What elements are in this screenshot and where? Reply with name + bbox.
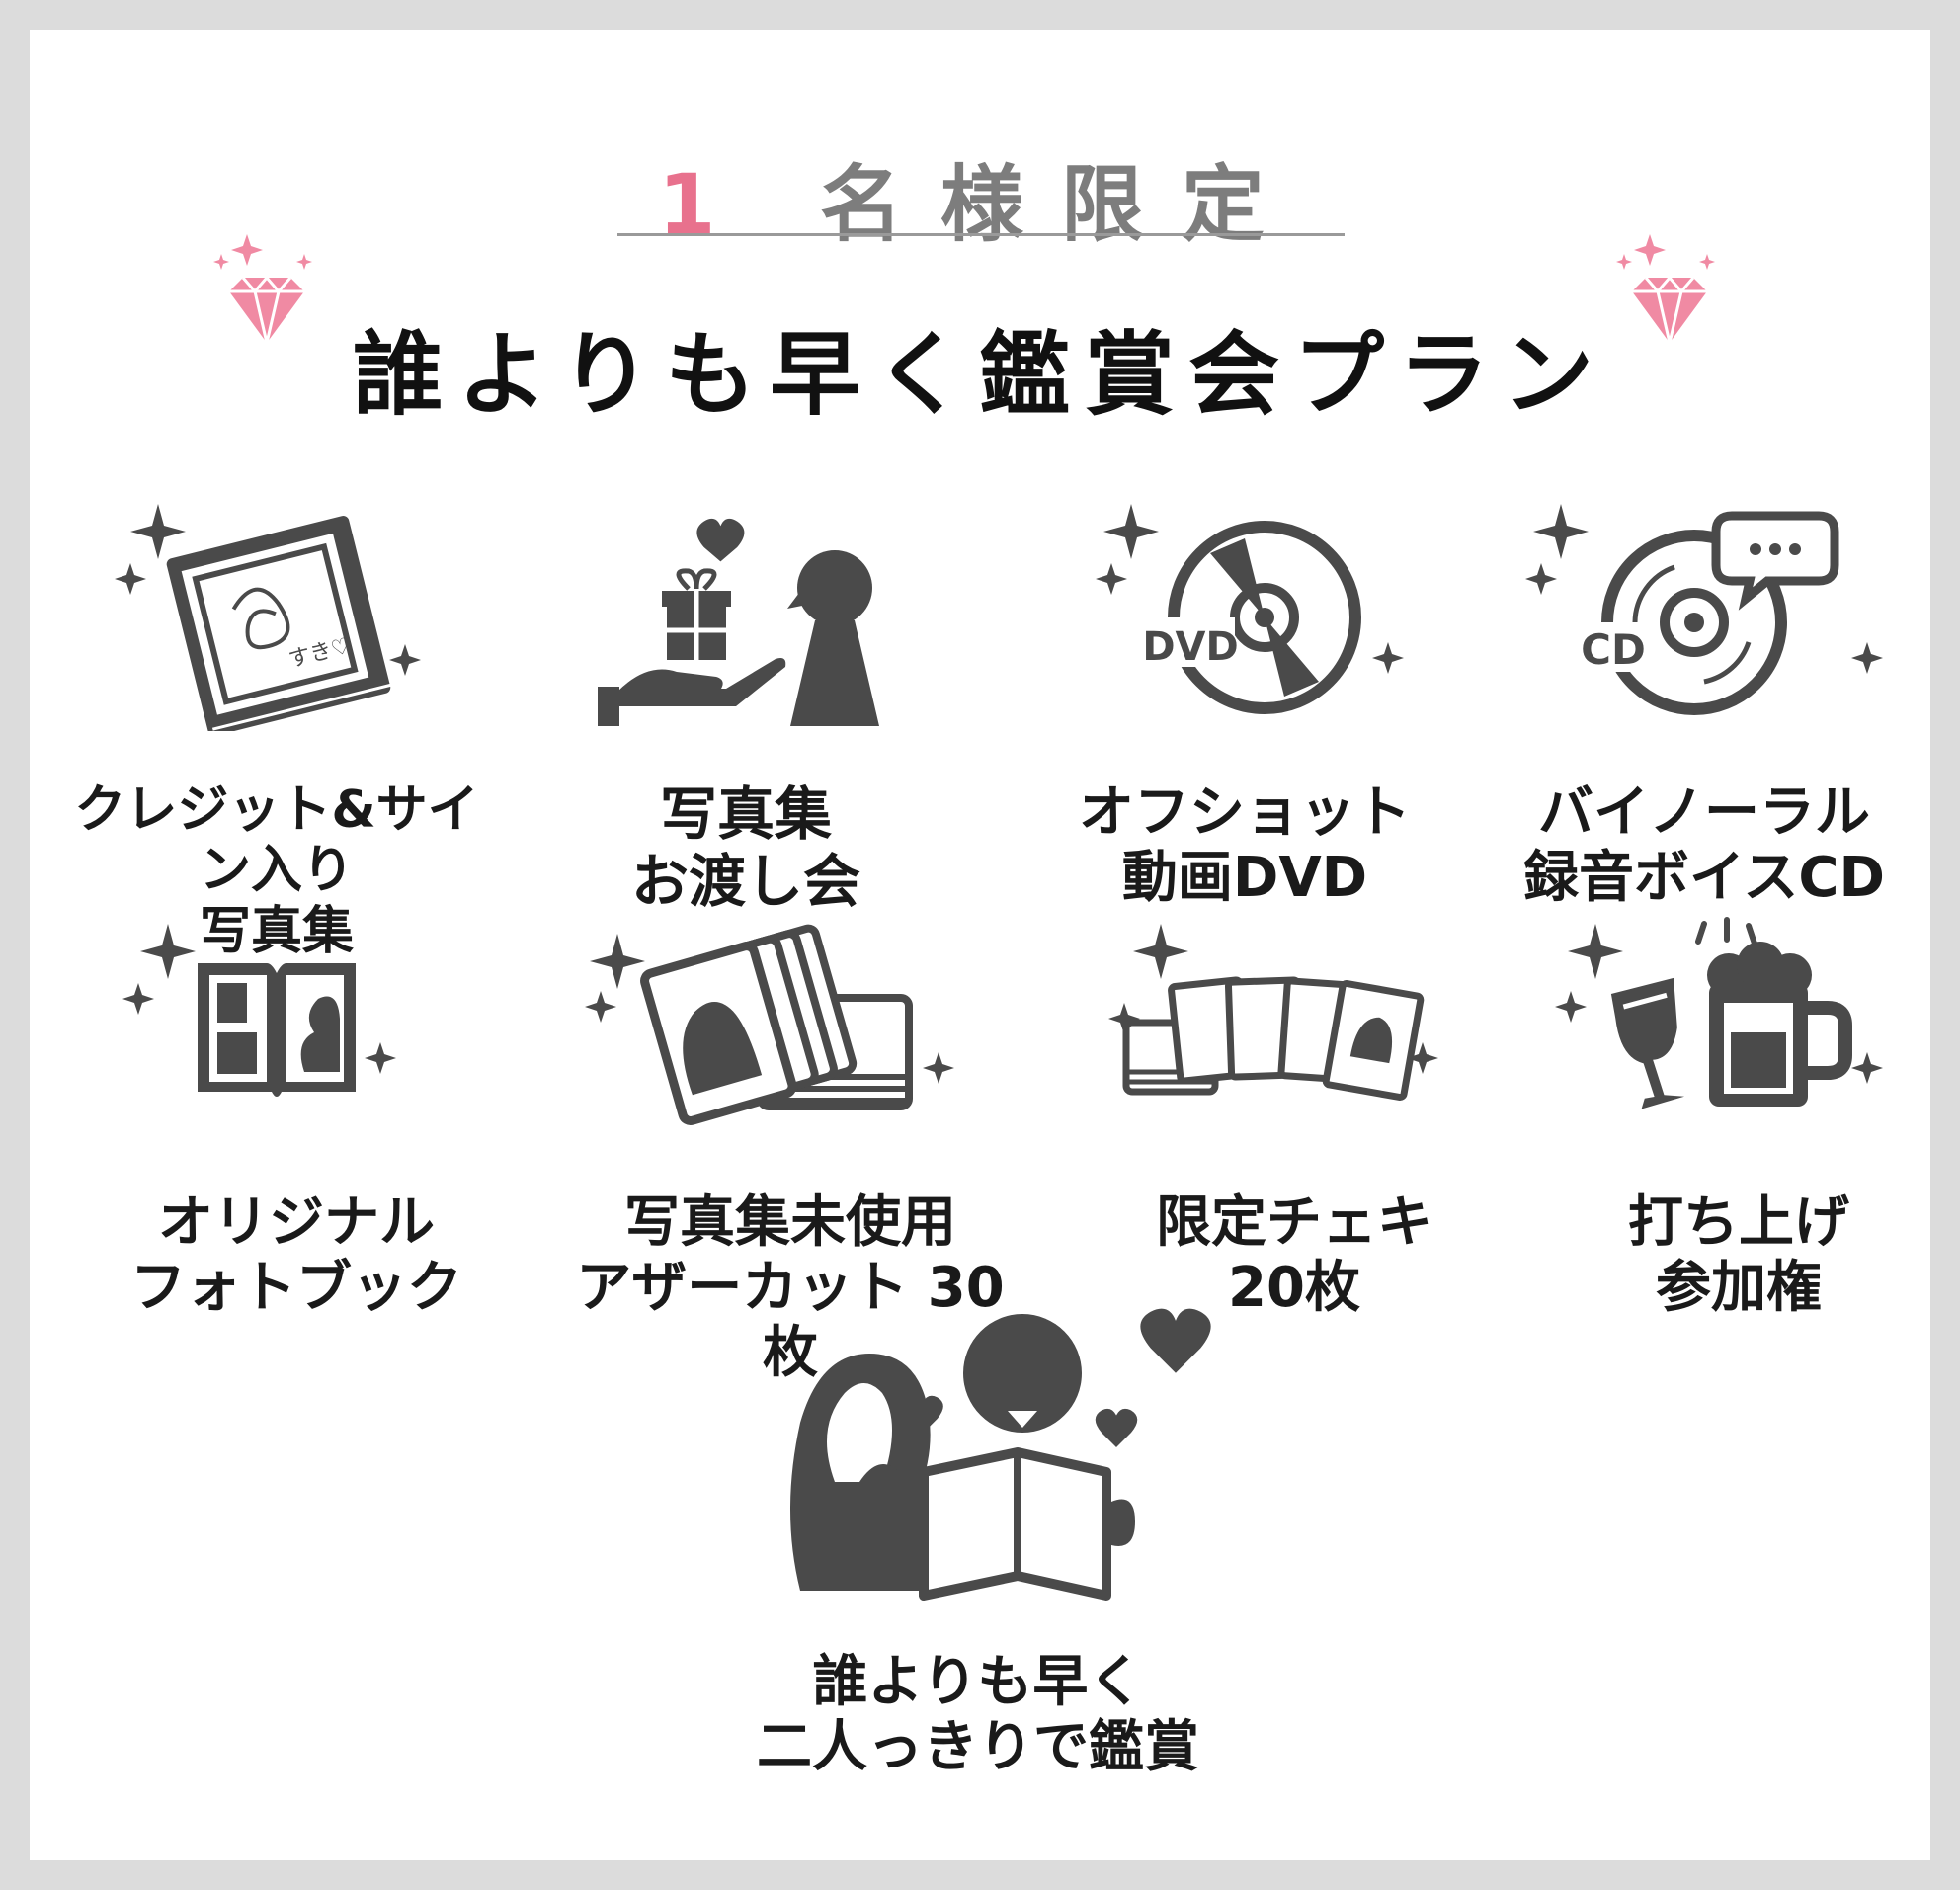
cd-icon: CD — [1525, 504, 1883, 715]
item-original-photobook: オリジナルフォトブック — [69, 904, 524, 1320]
item-label: オリジナルフォトブック — [130, 1191, 462, 1321]
open-photobook-icon — [122, 924, 396, 1097]
item-label: クレジット&サイン入り写真集 — [74, 781, 479, 961]
dvd-label: DVD — [1142, 624, 1238, 670]
item-label: 打ち上げ参加権 — [1628, 1191, 1849, 1321]
couple-viewing-icon — [790, 1308, 1211, 1601]
instant-photos-icon — [1108, 924, 1438, 1102]
toast-drinks-icon — [1555, 917, 1883, 1109]
item-label: 写真集お渡し会 — [630, 781, 860, 916]
handover-event-icon — [598, 518, 879, 726]
cd-label: CD — [1581, 625, 1646, 674]
diamond-left-icon — [213, 234, 312, 344]
dvd-icon: DVD — [1096, 504, 1404, 714]
plan-card: 1 名様限定 誰よりも早く鑑賞会プラン すき — [30, 30, 1930, 1860]
item-photo-cards: 写真集未使用アザーカット 30枚 — [563, 904, 1018, 1385]
item-private-viewing: 誰よりも早く二人っきりで鑑賞 — [741, 1304, 1215, 1818]
item-label: バイノーラル録音ボイスCD — [1523, 781, 1885, 911]
limited-count: 1 — [658, 156, 754, 253]
limited-text: 名様限定 — [819, 156, 1302, 253]
diamond-right-icon — [1616, 234, 1715, 344]
item-handover-event: 写真集お渡し会 — [519, 494, 973, 915]
signed-photobook-icon: すき♡ — [115, 504, 421, 731]
photo-cards-icon — [585, 924, 954, 1125]
item-label: オフショット動画DVD — [1079, 781, 1411, 911]
item-signed-photobook: すき♡ クレジット&サイン入り写真集 — [49, 494, 504, 961]
plan-title: 誰よりも早く鑑賞会プラン — [352, 322, 1608, 428]
item-after-party: 打ち上げ参加権 — [1511, 904, 1960, 1320]
item-cd: CD バイノーラル録音ボイスCD — [1477, 494, 1931, 910]
heading-divider — [617, 233, 1345, 236]
limited-heading: 1 名様限定 — [30, 138, 1930, 258]
item-label: 誰よりも早く二人っきりで鑑賞 — [757, 1650, 1199, 1780]
item-dvd: DVD オフショット動画DVD — [1018, 494, 1472, 910]
item-label: 写真集未使用アザーカット 30枚 — [576, 1191, 1005, 1386]
